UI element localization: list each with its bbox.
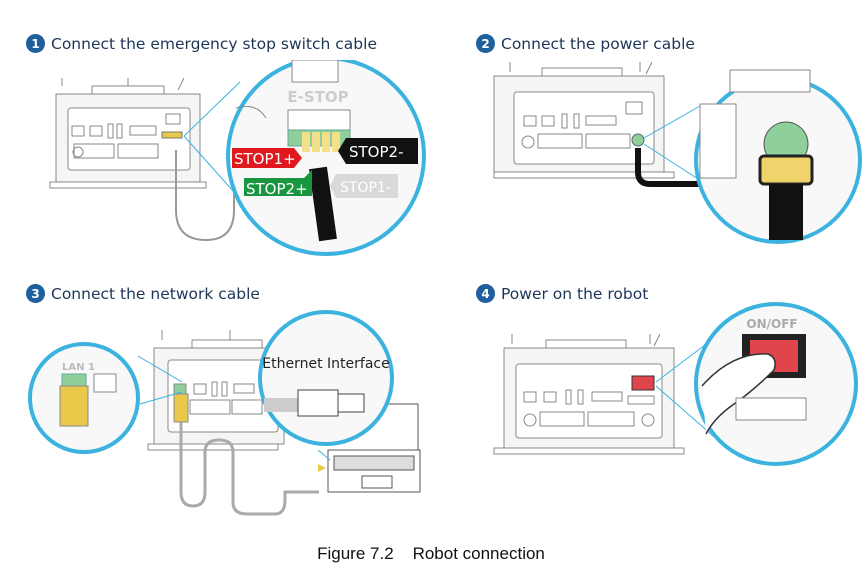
power-switch-callout-magnifier: ON/OFF bbox=[694, 302, 858, 466]
figure-caption: Figure 7.2 Robot connection bbox=[0, 544, 862, 564]
power-cable bbox=[635, 148, 700, 187]
step-title: Connect the power cable bbox=[501, 34, 695, 53]
wire-label-stop1-plus: STOP1+ bbox=[232, 148, 302, 168]
lan-port-label: LAN 1 bbox=[62, 362, 95, 373]
step-number-badge: 1 bbox=[26, 34, 45, 53]
estop-header: E-STOP bbox=[287, 88, 348, 106]
step-number-badge: 3 bbox=[26, 284, 45, 303]
arrow-icon bbox=[318, 464, 326, 472]
power-connector bbox=[631, 133, 645, 147]
step-1-heading: 1 Connect the emergency stop switch cabl… bbox=[26, 34, 377, 53]
svg-text:STOP1-: STOP1- bbox=[340, 180, 391, 196]
step-title: Connect the network cable bbox=[51, 284, 260, 303]
power-cable-illustration bbox=[493, 61, 862, 244]
step-2-heading: 2 Connect the power cable bbox=[476, 34, 695, 53]
controller-box bbox=[493, 333, 685, 455]
controller-box bbox=[49, 77, 207, 189]
wire-label-stop1-minus: STOP1- bbox=[330, 174, 398, 198]
power-switch bbox=[631, 375, 655, 391]
lan-callout-magnifier: LAN 1 bbox=[28, 342, 183, 454]
estop-connector bbox=[161, 131, 183, 139]
wire-label-stop2-plus: STOP2+ bbox=[244, 170, 312, 198]
step-number-badge: 2 bbox=[476, 34, 495, 53]
laptop bbox=[327, 403, 421, 493]
ethernet-interface-callout-magnifier: Ethernet Interface bbox=[258, 310, 394, 461]
estop-cable bbox=[175, 150, 235, 242]
step-3-heading: 3 Connect the network cable bbox=[26, 284, 260, 303]
power-callout-magnifier bbox=[694, 69, 862, 244]
network-cable-illustration: LAN 1 Ethernet Interface bbox=[28, 310, 421, 516]
controller-box bbox=[493, 61, 675, 179]
wire-label-stop2-minus: STOP2- bbox=[338, 138, 418, 164]
step-title: Power on the robot bbox=[501, 284, 649, 303]
ethernet-interface-label: Ethernet Interface bbox=[262, 356, 389, 372]
step-number-badge: 4 bbox=[476, 284, 495, 303]
step-title: Connect the emergency stop switch cable bbox=[51, 34, 377, 53]
on-off-label: ON/OFF bbox=[746, 317, 797, 331]
estop-callout-magnifier: E-STOP bbox=[226, 60, 426, 256]
power-on-illustration: ON/OFF bbox=[493, 302, 858, 466]
estop-illustration: E-STOP STOP1+ STOP2- STOP2+ STOP1- bbox=[49, 60, 426, 256]
figure-title: Robot connection bbox=[412, 544, 545, 563]
svg-text:STOP1+: STOP1+ bbox=[234, 150, 296, 168]
ethernet-connector bbox=[173, 393, 189, 423]
svg-text:STOP2-: STOP2- bbox=[349, 143, 404, 161]
step-4-heading: 4 Power on the robot bbox=[476, 284, 648, 303]
svg-text:STOP2+: STOP2+ bbox=[246, 180, 308, 198]
ethernet-cable bbox=[179, 422, 319, 516]
figure-number: Figure 7.2 bbox=[317, 544, 394, 563]
